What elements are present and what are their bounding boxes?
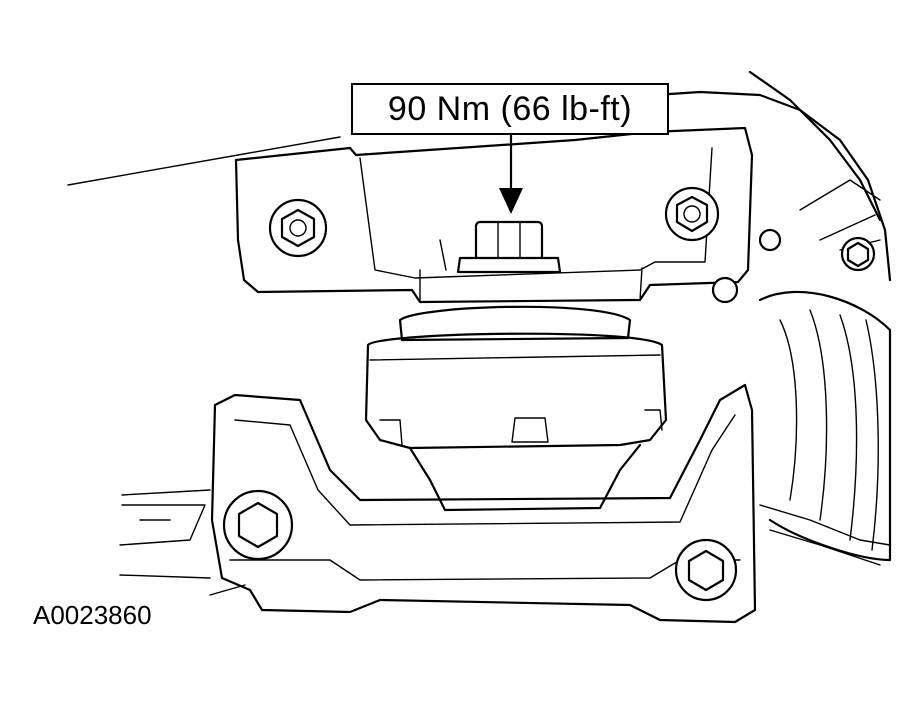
lower-bracket-inner: [234, 414, 736, 526]
lower-bracket-edge: [229, 559, 741, 581]
subframe-right: [759, 504, 891, 566]
reference-line: [67, 136, 341, 186]
housing-bolt: [840, 236, 876, 272]
stud-washer-left: [439, 239, 447, 271]
subframe-left: [119, 489, 211, 579]
mount-tabs: [379, 409, 663, 446]
figure-id: A0023860: [33, 600, 152, 630]
cv-boot-ridges: [779, 309, 879, 551]
mount-body: [364, 332, 668, 450]
torque-callout: 90 Nm (66 lb-ft): [351, 83, 669, 135]
upper-bracket: [234, 126, 754, 304]
mount-top-pad: [398, 305, 632, 342]
lower-bracket: [210, 383, 757, 624]
mount-lower-body: [408, 443, 642, 512]
subframe-bottom: [209, 584, 246, 596]
mount-seam: [369, 354, 661, 361]
housing-rib: [799, 179, 881, 251]
lower-bolt-right: [674, 538, 738, 602]
mount-stud-bolt: [456, 220, 562, 274]
transaxle-housing: [653, 90, 892, 282]
upper-bracket-edge: [359, 147, 713, 279]
callout-arrowhead: [499, 188, 523, 214]
lower-bolt-left: [222, 489, 294, 561]
cv-boot: [758, 290, 892, 562]
bracket-rib: [419, 267, 643, 301]
transaxle-housing-outer: [748, 70, 882, 222]
bracket-bolt-right: [664, 186, 720, 242]
bracket-bolt-left: [268, 198, 328, 258]
small-fastener: [711, 228, 782, 304]
